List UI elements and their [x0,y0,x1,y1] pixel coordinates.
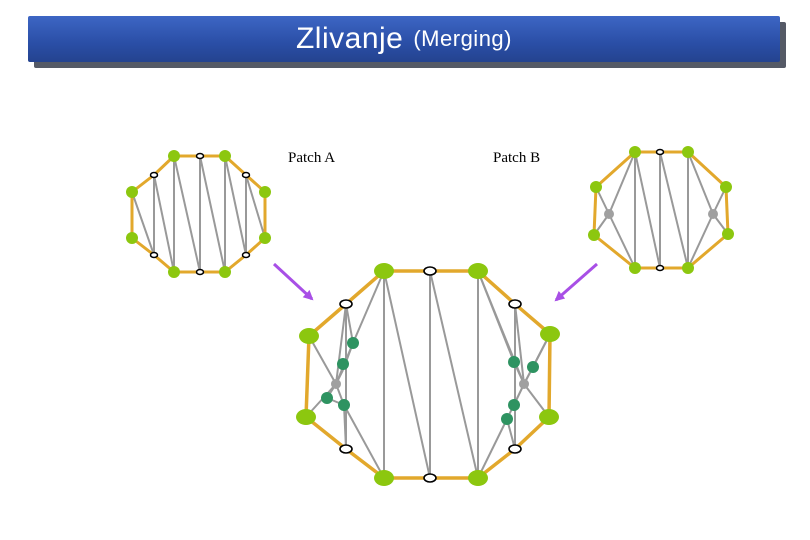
patch-b [588,146,734,274]
slide-title: Zlivanje [295,22,404,55]
arrow-right [554,262,598,302]
merged-patch [296,263,560,486]
patch-a-edges [131,155,266,273]
label-patch-a: Patch A [288,150,336,166]
patch-a-vertices [126,150,271,278]
slide-subtitle: (Merging) [413,26,512,51]
patch-a [126,150,271,278]
patch-b-edges [593,151,729,269]
title-bar: Zlivanje (Merging) [28,16,780,62]
patch-b-vertices [588,146,734,274]
merged-patch-vertices [296,263,560,486]
label-patch-b: Patch B [493,150,541,166]
arrow-left [272,262,314,301]
